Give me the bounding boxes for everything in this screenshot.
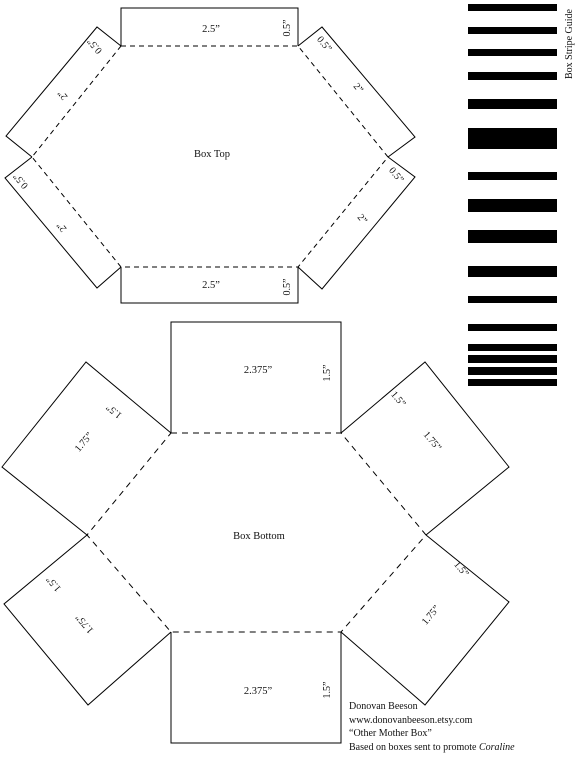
stripe-9 xyxy=(468,230,557,243)
box-bottom-label-top-depth: 1.5” xyxy=(322,365,333,382)
box-top-label-top-length: 2.5” xyxy=(202,24,220,35)
box-top-title: Box Top xyxy=(194,149,230,160)
box-top-fold-hexagon xyxy=(31,45,389,268)
stripe-2 xyxy=(468,27,557,34)
stripe-11 xyxy=(468,296,557,303)
box-bottom-template: Box Bottom 2.375” 1.5” 2.375” 1.5” 1.5” … xyxy=(1,321,510,744)
box-top-flap-top xyxy=(120,7,299,46)
stripe-15 xyxy=(468,367,557,375)
box-stripe-guide: Box Stripe Guide xyxy=(468,4,575,386)
box-bottom-label-bottom-depth: 1.5” xyxy=(322,682,333,699)
stripe-16 xyxy=(468,379,557,386)
box-bottom-label-upper-left-depth: 1.5” xyxy=(104,401,124,420)
box-bottom-fold-hexagon xyxy=(86,432,427,633)
box-bottom-flap-upper-right xyxy=(340,361,510,536)
stripe-8 xyxy=(468,199,557,212)
box-top-label-lower-left-length: 2” xyxy=(55,219,70,233)
stripe-7 xyxy=(468,172,557,180)
box-bottom-label-top-length: 2.375” xyxy=(244,365,273,376)
box-bottom-label-upper-right-length: 1.75” xyxy=(421,429,444,453)
credit-website: www.donovanbeeson.etsy.com xyxy=(349,714,473,726)
box-top-flap-bottom xyxy=(120,267,299,304)
box-bottom-flap-bottom xyxy=(170,632,342,744)
box-bottom-flap-lower-left xyxy=(3,534,172,706)
credit-film-title: Coraline xyxy=(478,741,515,753)
box-bottom-label-lower-left-length: 1.75” xyxy=(74,612,97,636)
stripe-13 xyxy=(468,344,557,351)
box-bottom-title: Box Bottom xyxy=(233,531,285,542)
box-top-flap-lower-right xyxy=(297,156,416,290)
stripe-guide-title: Box Stripe Guide xyxy=(564,8,575,79)
credit-note-prefix: Based on boxes sent to promote xyxy=(349,741,479,753)
stripe-6 xyxy=(468,128,557,149)
credit-box-name: “Other Mother Box” xyxy=(349,728,432,740)
box-top-label-upper-left-length: 2” xyxy=(56,87,71,101)
box-top-label-lower-right-length: 2” xyxy=(355,212,370,226)
box-bottom-flap-lower-right xyxy=(340,534,510,706)
box-bottom-label-upper-right-depth: 1.5” xyxy=(388,389,407,409)
stripe-12 xyxy=(468,324,557,331)
box-bottom-flap-top xyxy=(170,321,342,433)
box-bottom-label-upper-left-length: 1.75” xyxy=(73,430,96,454)
box-bottom-label-lower-right-length: 1.75” xyxy=(420,603,443,627)
box-top-label-bottom-length: 2.5” xyxy=(202,280,220,291)
box-bottom-flap-upper-left xyxy=(1,361,172,536)
box-top-label-upper-right-length: 2” xyxy=(351,81,366,95)
box-top-label-upper-left-depth: 0.5” xyxy=(85,36,104,56)
credits-block: Donovan Beeson www.donovanbeeson.etsy.co… xyxy=(349,700,515,754)
box-bottom-label-lower-right-depth: 1.5” xyxy=(451,559,470,579)
stripe-10 xyxy=(468,266,557,277)
stripe-1 xyxy=(468,4,557,11)
credit-author: Donovan Beeson xyxy=(349,701,418,712)
box-top-flap-upper-right xyxy=(297,26,416,158)
stripe-14 xyxy=(468,355,557,363)
box-top-flap-upper-left xyxy=(5,26,122,158)
box-top-label-lower-left-depth: 0.5” xyxy=(11,171,30,191)
box-top-flap-lower-left xyxy=(4,156,122,289)
box-bottom-label-lower-left-depth: 1.5” xyxy=(44,574,63,594)
box-bottom-label-bottom-length: 2.375” xyxy=(244,686,273,697)
stripe-3 xyxy=(468,49,557,56)
box-top-label-top-depth: 0.5” xyxy=(282,20,293,37)
stripe-5 xyxy=(468,99,557,109)
box-top-label-bottom-depth: 0.5” xyxy=(282,279,293,296)
stripe-4 xyxy=(468,72,557,80)
credit-note: Based on boxes sent to promote Coraline xyxy=(349,741,515,755)
box-top-template: Box Top 2.5” 0.5” 2.5” 0.5” 0.5” 2” 0.5”… xyxy=(4,7,416,304)
